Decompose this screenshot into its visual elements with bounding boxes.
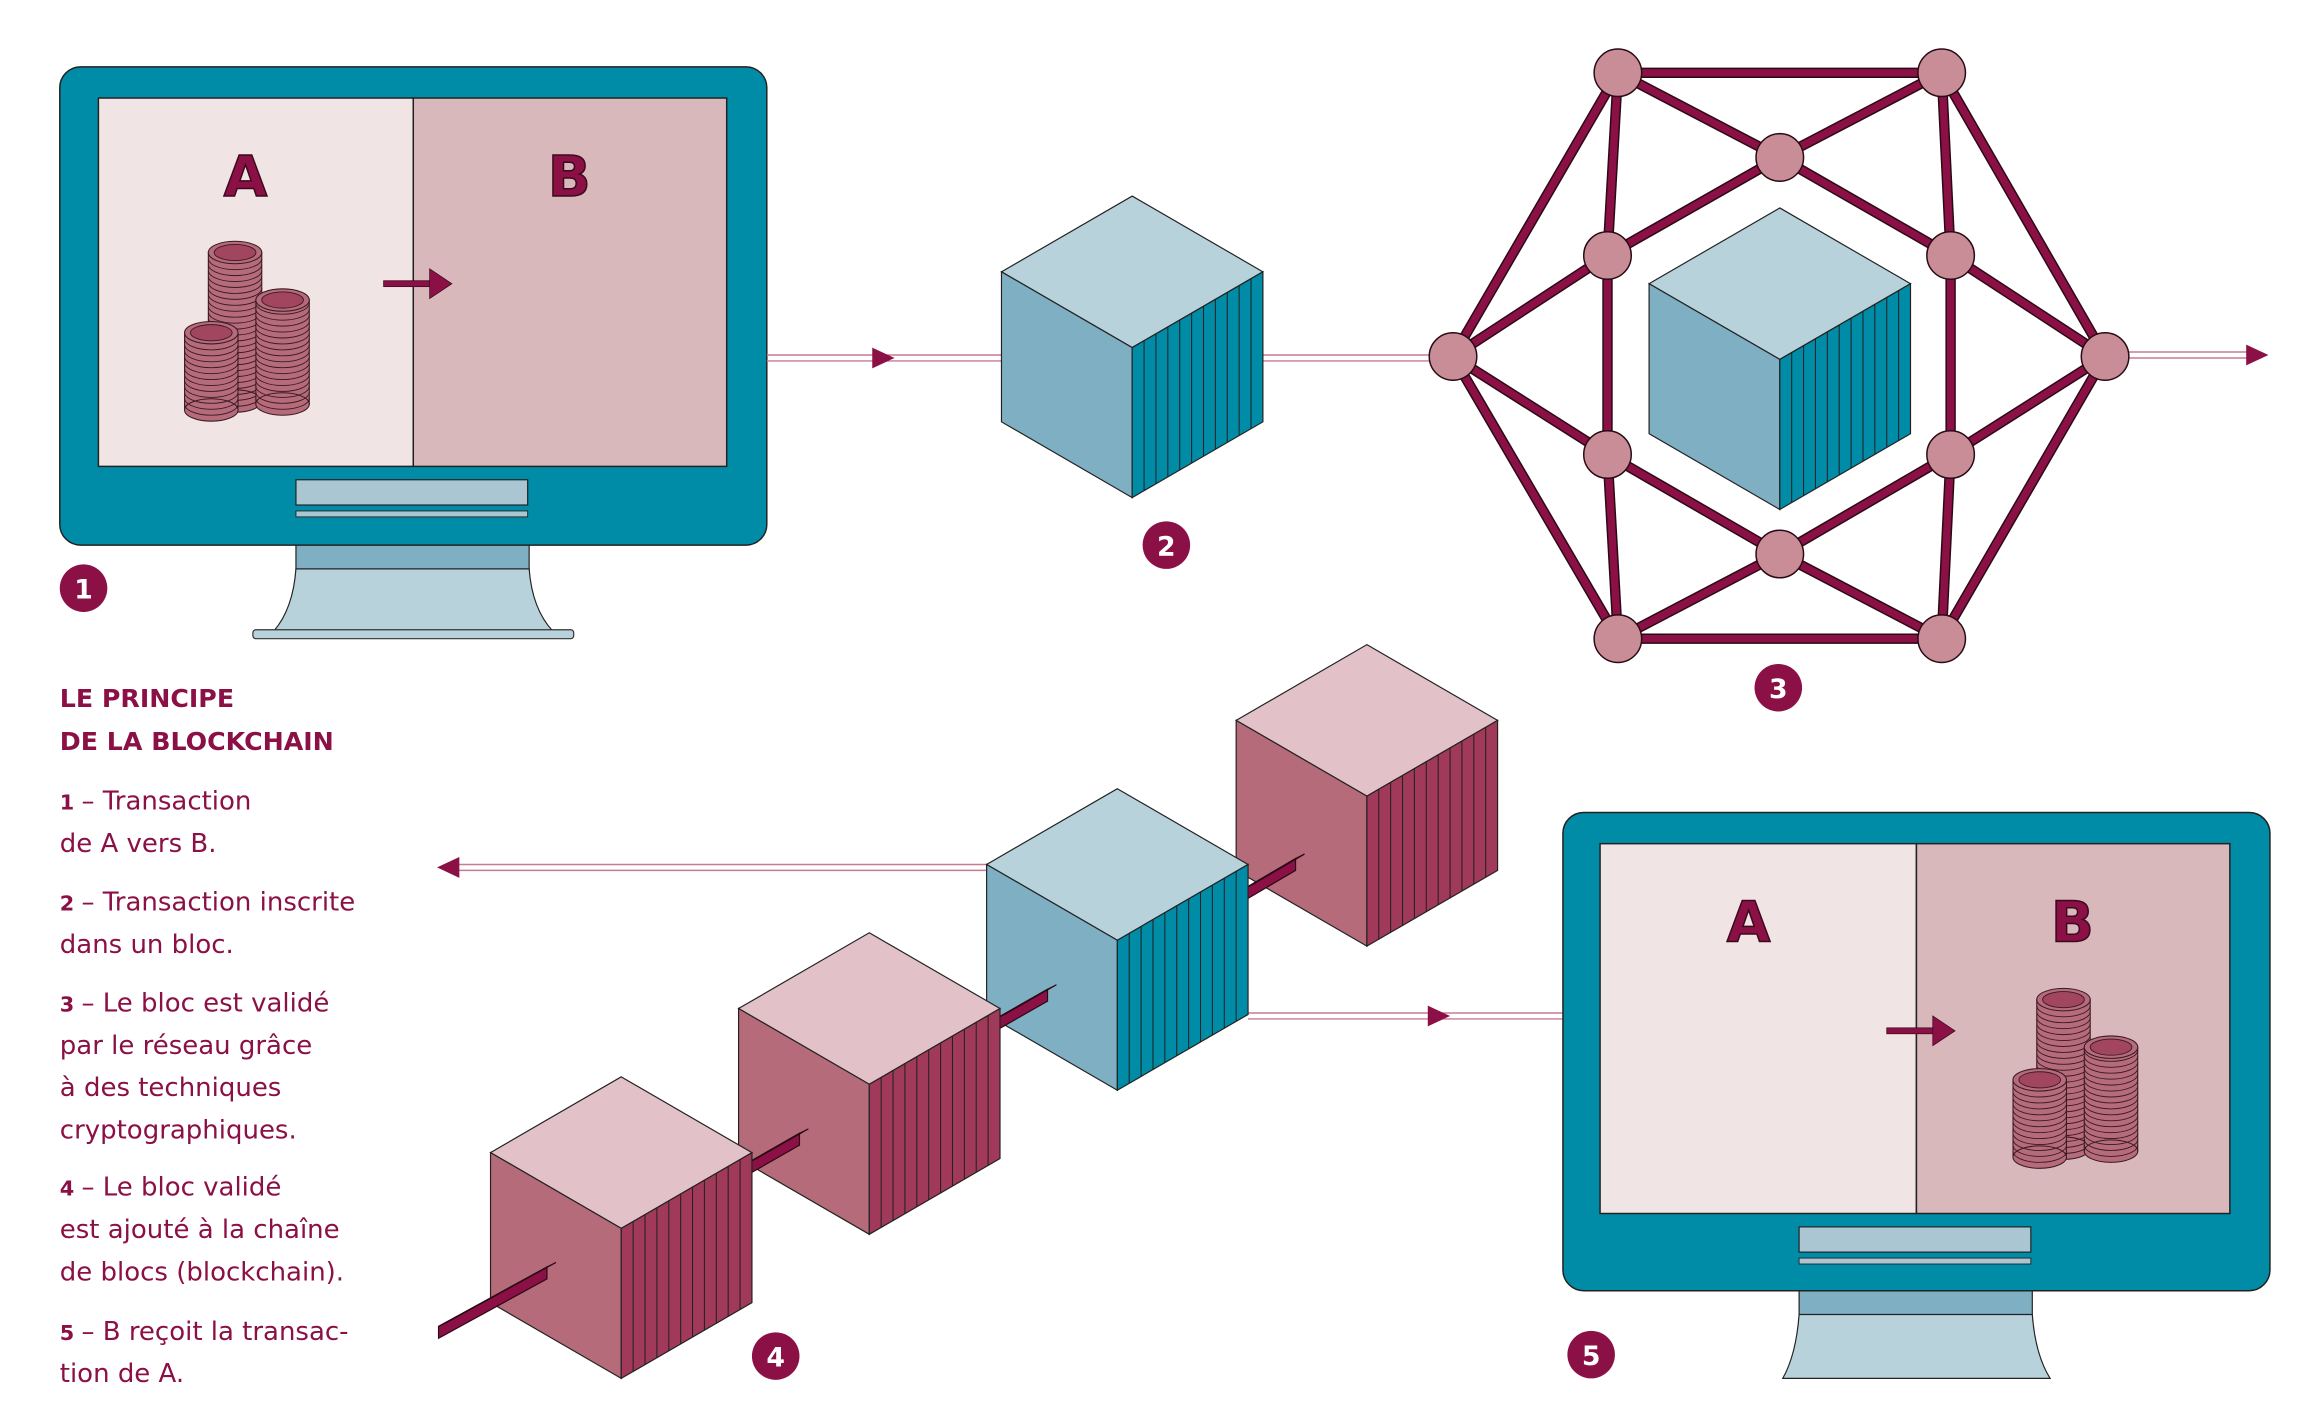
legend-step-line: de blocs (blockchain). <box>60 1257 344 1287</box>
network-node <box>1582 430 1633 480</box>
network-node <box>1926 430 1976 480</box>
block-validated <box>985 788 1250 1092</box>
legend-step-line: 2 – Transaction inscrite <box>60 888 355 918</box>
monitor-receiver: A B <box>1562 811 2271 1379</box>
network-edge <box>1603 72 1622 256</box>
chain-link <box>437 1261 557 1340</box>
legend-title: DE LA BLOCKCHAIN <box>60 727 334 756</box>
svg-text:5: 5 <box>1582 1341 1601 1372</box>
arrowhead-icon <box>2246 344 2269 366</box>
coin-stacks-icon <box>184 240 310 422</box>
network-node <box>1926 230 1976 280</box>
network-edge <box>1937 454 1955 639</box>
coin-stack <box>2083 1035 2139 1163</box>
network-node <box>1428 331 1478 381</box>
svg-text:3: 3 <box>1769 674 1788 705</box>
network-node <box>1582 230 1633 280</box>
coin-stack <box>2012 1068 2067 1169</box>
block-new <box>1000 195 1265 499</box>
chain-block <box>1234 643 1499 948</box>
chain-block <box>489 1076 754 1380</box>
network-edge <box>1605 451 1782 558</box>
network-node <box>1917 614 1967 664</box>
legend-step-line: par le réseau grâce <box>60 1031 312 1061</box>
step-badge-2: 2 <box>1142 521 1191 569</box>
svg-text:4: 4 <box>766 1342 785 1373</box>
network-edge <box>1948 252 2108 360</box>
step-badge-3: 3 <box>1754 663 1803 712</box>
network-edge <box>1948 353 2108 458</box>
network-edge <box>1777 451 1953 558</box>
step-badge-5: 5 <box>1567 1330 1615 1379</box>
coin-stacks-icon <box>2012 987 2139 1169</box>
network-edge <box>1605 154 1782 259</box>
network-edge <box>1778 69 1944 161</box>
legend-step-line: à des techniques <box>60 1073 282 1103</box>
legend-step-line: tion de A. <box>60 1359 184 1389</box>
legend-step-number: 2 <box>60 892 82 916</box>
monitor-sender: A B <box>59 66 768 640</box>
chain-block <box>737 932 1002 1236</box>
arrowhead-icon <box>1427 1005 1451 1027</box>
network-edge <box>1938 354 2109 641</box>
network-node <box>2080 331 2130 381</box>
arrow-right-icon <box>1886 1015 1956 1047</box>
network-node <box>1755 132 1805 182</box>
legend: LE PRINCIPE DE LA BLOCKCHAIN 1 – Transac… <box>60 684 355 1389</box>
step-badge-4: 4 <box>751 1332 800 1380</box>
legend-step-2: 2 – Transaction inscrite dans un bloc. <box>60 888 355 960</box>
network-edge <box>1616 69 1782 161</box>
legend-step-line: 1 – Transaction <box>60 787 252 817</box>
coin-stack <box>184 320 239 422</box>
network-node <box>1593 614 1643 664</box>
legend-step-5: 5 – B reçoit la transac-tion de A. <box>60 1317 349 1389</box>
svg-text:1: 1 <box>74 575 93 606</box>
network-edge <box>1449 70 1622 359</box>
label-b: B <box>2051 891 2094 956</box>
blocks <box>437 195 1912 1380</box>
block-validating <box>1647 207 1912 511</box>
legend-title: LE PRINCIPE <box>60 684 234 713</box>
network-edge <box>1449 354 1622 641</box>
arrowhead-icon <box>437 857 460 878</box>
label-a: A <box>224 145 268 210</box>
network-node <box>1593 48 1643 98</box>
label-b: B <box>548 145 591 210</box>
validation-network <box>1428 48 2130 664</box>
coin-stack <box>255 288 310 416</box>
legend-step-number: 1 <box>60 791 82 815</box>
network-node <box>1917 48 1967 98</box>
legend-step-line: 3 – Le bloc est validé <box>60 989 330 1019</box>
chain-link <box>1244 853 1305 902</box>
svg-text:2: 2 <box>1157 532 1176 563</box>
network-edge <box>1603 454 1622 639</box>
label-a: A <box>1727 891 1771 956</box>
legend-step-line: dans un bloc. <box>60 930 234 960</box>
network-edge <box>1938 70 2109 359</box>
legend-step-line: 5 – B reçoit la transac- <box>60 1317 349 1347</box>
network-edge <box>1778 550 1944 642</box>
arrow-right-icon <box>383 268 453 300</box>
legend-step-number: 5 <box>60 1321 82 1345</box>
legend-step-line: cryptographiques. <box>60 1116 297 1146</box>
legend-step-3: 3 – Le bloc est validé par le réseau grâc… <box>60 989 330 1146</box>
network-edge <box>1451 353 1610 458</box>
network-edge <box>1450 252 1610 360</box>
legend-step-line: 4 – Le bloc validé <box>60 1173 282 1203</box>
legend-step-line: de A vers B. <box>60 829 217 859</box>
legend-step-1: 1 – Transaction de A vers B. <box>60 787 252 859</box>
legend-step-line: est ajouté à la chaîne <box>60 1215 340 1245</box>
network-node <box>1755 529 1805 579</box>
legend-step-4: 4 – Le bloc validé est ajouté à la chaîne… <box>60 1173 344 1288</box>
network-edge <box>1937 72 1955 256</box>
legend-step-number: 4 <box>60 1177 82 1201</box>
network-edge <box>1777 154 1953 259</box>
arrowhead-icon <box>872 347 895 369</box>
legend-step-number: 3 <box>60 993 82 1017</box>
network-edge <box>1616 550 1782 642</box>
step-badge-1: 1 <box>59 564 108 612</box>
